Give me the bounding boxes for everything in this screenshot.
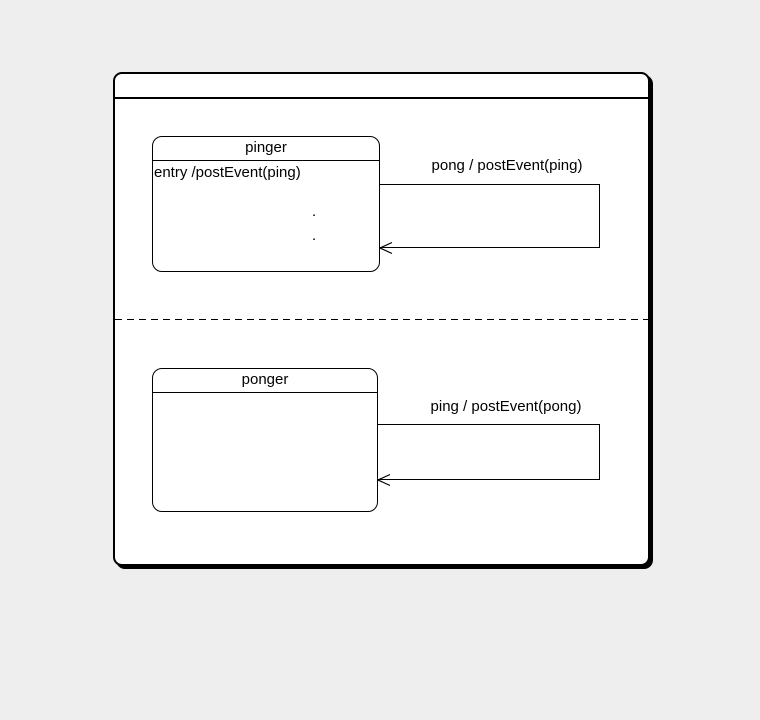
- transition-label-pinger: pong / postEvent(ping): [431, 157, 583, 174]
- arrowhead-icon: [377, 473, 391, 487]
- composite-state-box: pinger entry /postEvent(ping) . . pong /…: [113, 72, 650, 566]
- transition-label-ponger: ping / postEvent(pong): [430, 398, 582, 415]
- self-transition-line-pinger: [380, 184, 600, 248]
- ellipsis-dot: .: [312, 203, 317, 220]
- state-ponger-body: [153, 393, 377, 399]
- arrowhead-icon: [379, 241, 393, 255]
- orthogonal-region-separator: [115, 319, 648, 320]
- self-transition-line-ponger: [378, 424, 600, 480]
- state-pinger-title: pinger: [153, 137, 379, 161]
- state-pinger: pinger entry /postEvent(ping) . .: [152, 136, 380, 272]
- composite-state-title: [115, 74, 648, 99]
- state-ponger-title: ponger: [153, 369, 377, 393]
- ellipsis-dot: .: [312, 227, 317, 244]
- state-pinger-entry-action: entry /postEvent(ping): [154, 164, 301, 181]
- state-ponger: ponger: [152, 368, 378, 512]
